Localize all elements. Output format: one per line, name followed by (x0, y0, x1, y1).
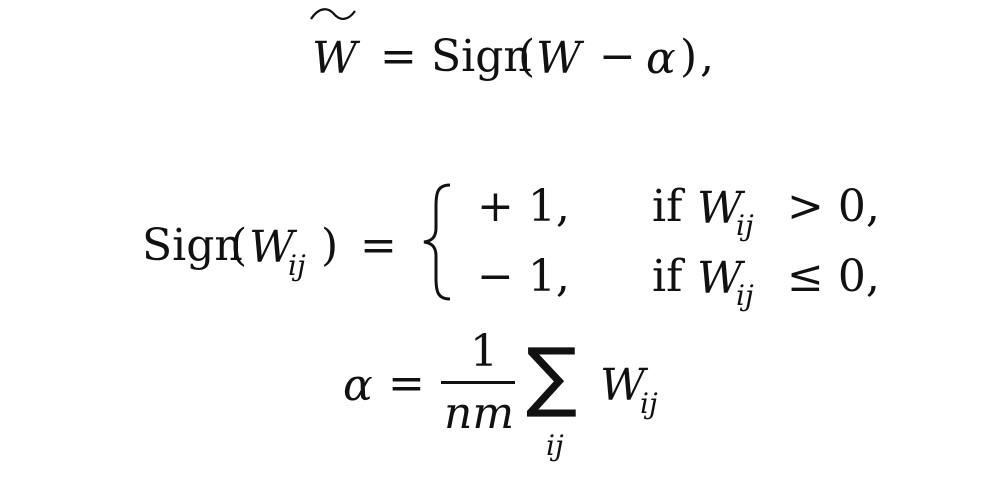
eq1-alpha: α (646, 33, 676, 84)
eq2-sign-function: Sign (142, 220, 243, 271)
eq1-trailing-comma: , (700, 31, 714, 82)
eq1-variable: W (536, 33, 582, 84)
eq1-close-paren: ) (680, 31, 698, 82)
fraction-numerator: 1 (470, 326, 498, 377)
eq1-lhs-variable: W (312, 33, 358, 84)
eq2-equals: = (360, 220, 397, 271)
left-brace (423, 183, 451, 301)
eq3-variable: W (600, 360, 646, 411)
summation-sign: ∑ (526, 331, 578, 420)
eq3-alpha: α (343, 360, 373, 411)
eq1-equals: = (380, 31, 417, 82)
fraction-bar (441, 381, 515, 384)
case-2-variable: W (697, 253, 743, 304)
eq2-subscript: ij (288, 249, 306, 282)
case-2-if: if (652, 251, 683, 302)
case-1-value: + 1, (477, 181, 570, 232)
eq3-equals: = (388, 358, 425, 409)
wide-tilde-accent (310, 8, 356, 20)
case-2-value: − 1, (477, 251, 570, 302)
eq2-variable: W (249, 222, 295, 273)
case-2-subscript: ij (736, 279, 754, 312)
case-2-relation: ≤ 0, (787, 251, 880, 302)
fraction-denominator: nm (444, 388, 515, 439)
eq1-sign-function: Sign (431, 31, 532, 82)
case-1-relation: > 0, (787, 181, 880, 232)
eq1-open-paren: ( (518, 31, 536, 82)
eq2-open-paren: ( (230, 220, 248, 271)
eq2-close-paren: ) (321, 220, 339, 271)
eq3-subscript: ij (640, 387, 658, 420)
case-1-if: if (652, 181, 683, 232)
case-1-variable: W (697, 183, 743, 234)
case-1-subscript: ij (736, 209, 754, 242)
summation-index: ij (546, 429, 564, 462)
eq1-minus: − (599, 31, 636, 82)
